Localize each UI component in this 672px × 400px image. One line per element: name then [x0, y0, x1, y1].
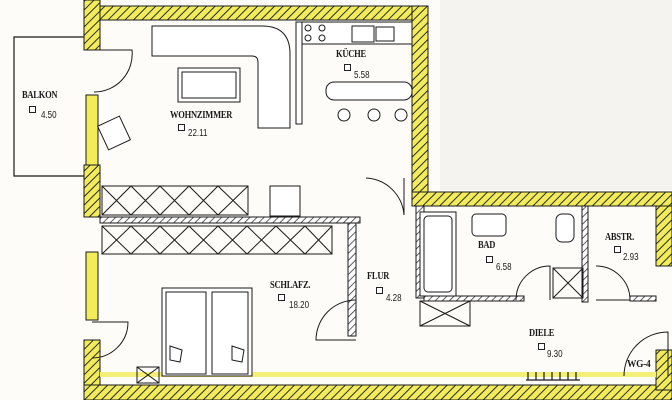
room-name: SCHLAFZ.: [270, 280, 311, 291]
wardrobes: [101, 185, 584, 384]
area-marker-icon: [344, 64, 351, 71]
room-name: BALKON: [22, 90, 58, 101]
room-name: KÜCHE: [336, 49, 366, 60]
area-marker-icon: [486, 256, 493, 263]
room-area: 18.20: [289, 300, 310, 311]
area-marker-icon: [178, 124, 185, 131]
room-name: BAD: [478, 240, 496, 251]
area-marker-icon: [278, 294, 285, 301]
unit-label: WG-4: [627, 358, 651, 370]
area-marker-icon: [614, 246, 621, 253]
bathroom-fixtures: [419, 211, 575, 297]
room-area: 9.30: [547, 349, 563, 360]
room-name: ABSTR.: [605, 232, 634, 243]
room-name: FLUR: [367, 271, 390, 282]
area-marker-icon: [538, 343, 545, 350]
room-name: WOHNZIMMER: [170, 110, 233, 121]
balcony-outline: [13, 36, 84, 177]
living-room-furniture: [96, 21, 303, 217]
room-area: 5.58: [354, 70, 370, 81]
room-area: 4.28: [386, 293, 402, 304]
double-bed: [161, 287, 253, 377]
room-area: 2.93: [623, 252, 639, 263]
kitchen-fixtures: [301, 21, 413, 122]
windows: [85, 94, 656, 377]
room-area: 22.11: [188, 128, 208, 139]
room-name: DIELE: [529, 328, 555, 339]
radiator: [526, 372, 580, 381]
area-marker-icon: [376, 287, 383, 294]
doors: [91, 49, 669, 377]
room-area: 4.50: [41, 110, 57, 121]
room-area: 6.58: [496, 262, 512, 273]
background-ghost-text: [440, 0, 672, 190]
area-marker-icon: [29, 106, 36, 113]
